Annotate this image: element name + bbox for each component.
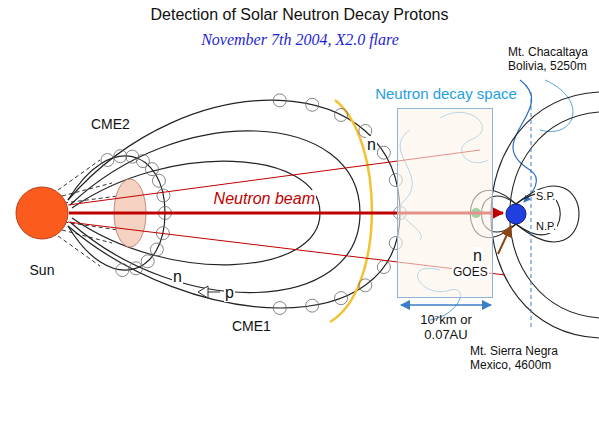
flux-rope-circles xyxy=(101,94,407,315)
cme1-loops xyxy=(68,100,400,308)
rope-circle xyxy=(273,302,286,315)
rope-circle xyxy=(359,279,372,292)
sun-label: Sun xyxy=(30,262,55,278)
rope-circle xyxy=(129,262,142,275)
station-label: Mt. Chacaltaya Bolivia, 5250m xyxy=(508,46,596,74)
field-line xyxy=(491,92,599,338)
subtitle: November 7th 2004, X2.0 flare xyxy=(201,31,399,49)
cme1-front xyxy=(330,100,372,322)
rope-circle xyxy=(150,243,163,256)
sun-disc xyxy=(16,187,68,239)
station-label: Mt. Sierra Negra Mexico, 4600m xyxy=(470,345,582,373)
rope-circle xyxy=(141,255,154,268)
rope-circle xyxy=(136,155,149,168)
title: Detection of Solar Neutron Decay Protons xyxy=(0,6,599,24)
region-heading: Neutron decay space xyxy=(375,85,517,102)
rope-circle xyxy=(377,261,390,274)
earth-disc xyxy=(506,204,526,224)
rope-circle xyxy=(152,174,165,187)
rope-circle xyxy=(157,189,170,202)
goes-arrow xyxy=(498,226,511,254)
rope-circle xyxy=(116,264,129,277)
distance-arrow xyxy=(401,304,491,306)
proton-arrow-stem xyxy=(208,292,220,293)
sun-shape xyxy=(15,186,69,240)
satellite-label: GOES xyxy=(452,266,489,280)
pole-label: N.P. xyxy=(535,220,557,233)
rope-circle xyxy=(377,146,390,159)
earth-magnetosphere: S.P. N.P. xyxy=(503,188,561,240)
cme-label: CME1 xyxy=(232,318,271,334)
neutron-symbol: n xyxy=(472,247,483,265)
rope-circle xyxy=(101,154,114,167)
pole-label: S.P. xyxy=(535,190,556,203)
cme-label: CME2 xyxy=(90,116,131,132)
wiggle-line xyxy=(540,80,573,132)
rope-circle xyxy=(273,94,286,107)
sun-circle: Sun xyxy=(15,186,69,240)
rope-circle xyxy=(335,292,348,305)
neutron-symbol: n xyxy=(172,268,183,286)
beam-label: Neutron beam xyxy=(213,190,316,208)
neutron-symbol: n xyxy=(366,136,377,154)
cme1-outer-loop xyxy=(68,100,400,308)
rope-circle xyxy=(145,163,158,176)
proton-arrowhead xyxy=(198,286,208,298)
dashed-meridian xyxy=(531,92,532,330)
distance-label: 10⁷km or 0.07AU xyxy=(420,313,472,343)
proton-symbol: p xyxy=(224,284,235,302)
rope-circle xyxy=(306,299,319,312)
rope-circle xyxy=(114,150,127,163)
rope-circle xyxy=(306,98,319,111)
rope-circle xyxy=(335,108,348,121)
